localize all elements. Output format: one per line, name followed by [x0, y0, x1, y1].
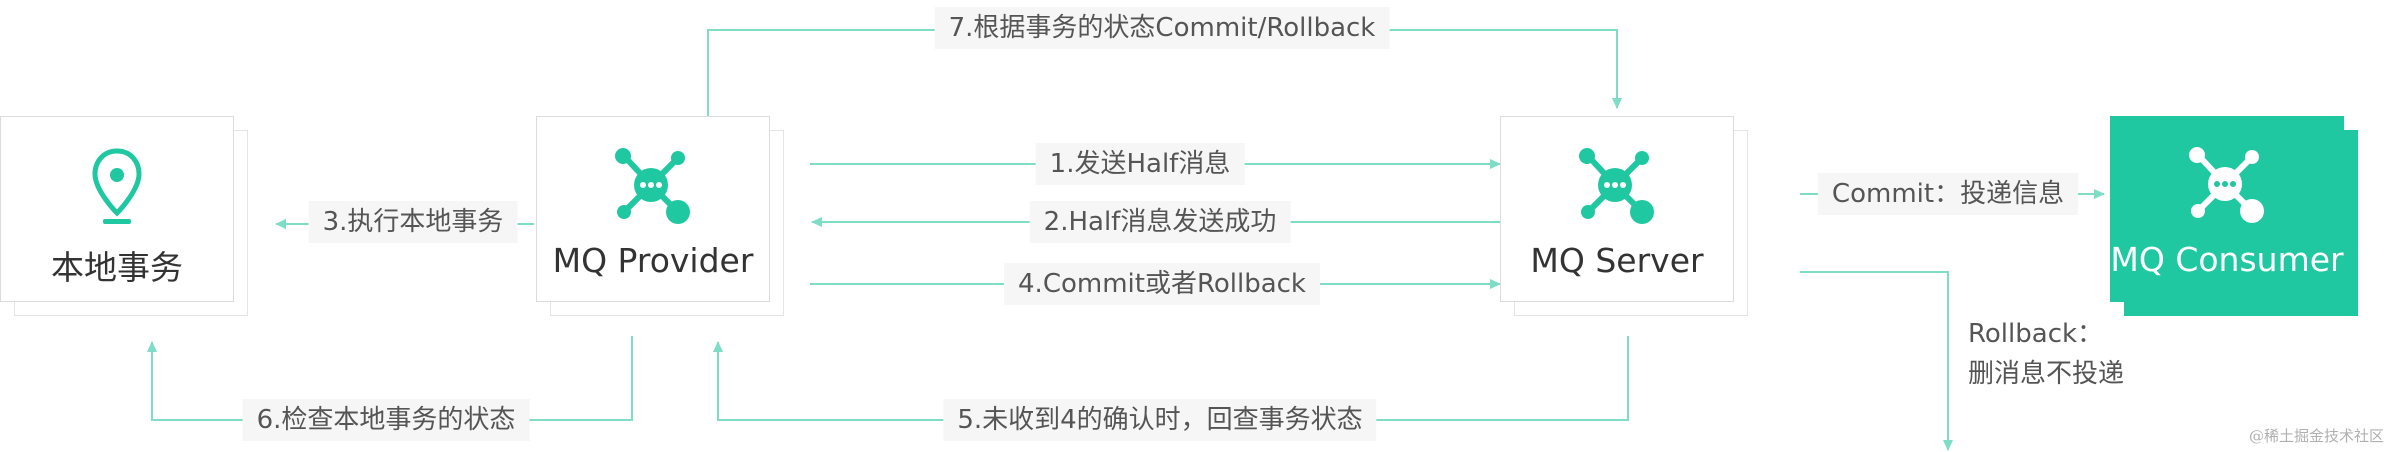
edge-label-step3: 3.执行本地事务	[308, 201, 518, 243]
edge-rollback-line	[1800, 271, 1953, 451]
watermark: @稀土掘金技术社区	[2248, 427, 2384, 445]
rollback-note: Rollback： 删消息不投递	[1968, 314, 2124, 394]
edge-label-step1: 1.发送Half消息	[1035, 143, 1245, 185]
edge-label-step5: 5.未收到4的确认时，回查事务状态	[943, 399, 1377, 441]
node-label: MQ Provider	[552, 241, 754, 280]
edge-label-commit: Commit：投递信息	[1817, 173, 2079, 215]
edge-label-step4: 4.Commit或者Rollback	[1004, 263, 1320, 305]
node-mq-server: MQ Server	[1500, 116, 1748, 316]
edge-label-step2: 2.Half消息发送成功	[1029, 201, 1291, 243]
node-card: MQ Provider	[536, 116, 770, 302]
node-card: MQ Consumer	[2110, 116, 2344, 302]
node-label: MQ Server	[1530, 241, 1704, 280]
message-hub-icon	[1575, 147, 1659, 227]
node-mq-consumer: MQ Consumer	[2110, 116, 2358, 316]
node-card: 本地事务	[0, 116, 234, 302]
node-card: MQ Server	[1500, 116, 1734, 302]
message-hub-icon	[2185, 146, 2269, 226]
edge-label-step6: 6.检查本地事务的状态	[242, 399, 530, 441]
node-local-transaction: 本地事务	[0, 116, 248, 316]
node-mq-provider: MQ Provider	[536, 116, 784, 316]
edge-label-step7: 7.根据事务的状态Commit/Rollback	[934, 7, 1390, 49]
location-pin-icon	[89, 147, 145, 227]
message-hub-icon	[611, 147, 695, 227]
node-label: MQ Consumer	[2110, 240, 2344, 279]
rollback-title: Rollback：	[1968, 319, 2104, 349]
rollback-description: 删消息不投递	[1968, 359, 2125, 389]
node-label: 本地事务	[51, 248, 183, 287]
